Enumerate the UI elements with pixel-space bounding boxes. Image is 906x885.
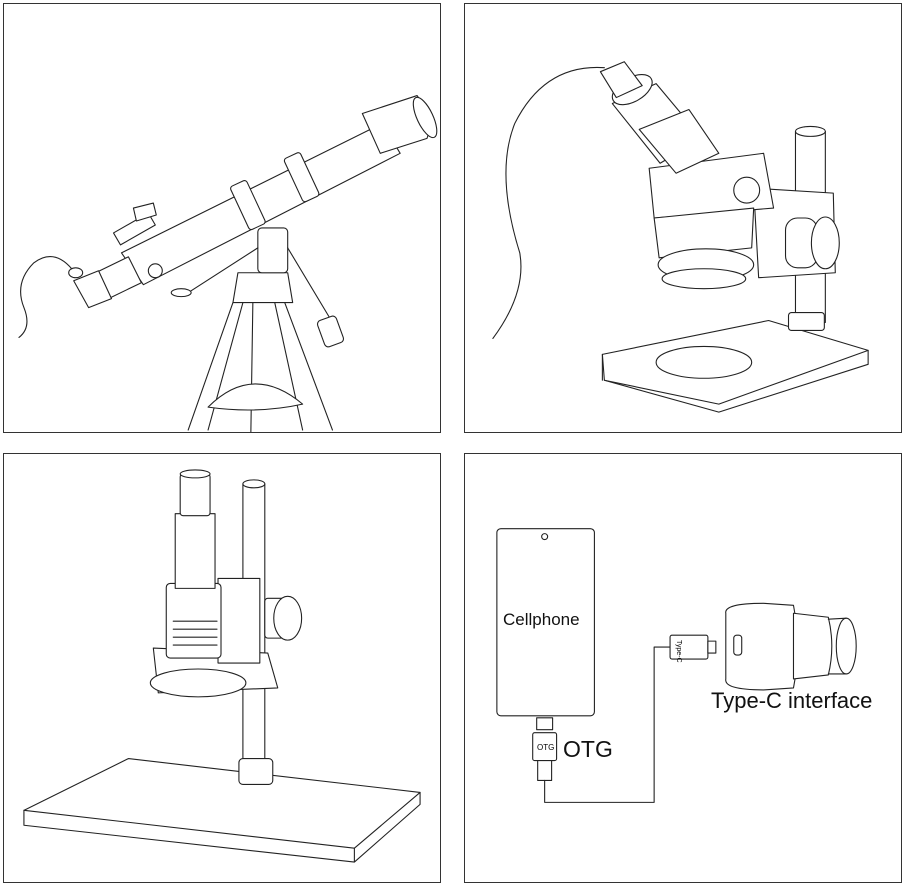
phone-otg-connection-icon — [496, 528, 857, 803]
monocular-microscope-icon — [23, 469, 421, 863]
telescope-panel — [3, 3, 441, 433]
monocular-microscope-panel — [3, 453, 441, 883]
telescope-icon — [18, 95, 438, 432]
cellphone-icon — [496, 528, 595, 717]
usb-cable-icon — [544, 646, 671, 803]
otg-plug-text: OTG — [537, 743, 555, 752]
otg-label: OTG — [563, 736, 613, 762]
type-c-plug-text: Type-C — [675, 640, 682, 663]
type-c-interface-label: Type-C interface — [711, 688, 873, 713]
phone-connection-panel: Cellphone OTG OTG Type-C Type-C interfac… — [464, 453, 902, 883]
stereo-microscope-panel — [464, 3, 902, 433]
stereo-microscope-icon — [492, 61, 869, 413]
cellphone-label: Cellphone — [503, 610, 580, 629]
